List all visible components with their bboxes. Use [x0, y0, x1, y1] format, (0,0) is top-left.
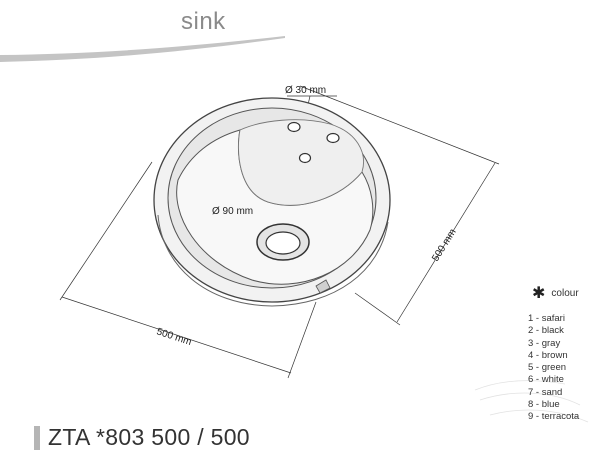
sink-body — [153, 97, 391, 307]
colour-legend: ✱ colour 1 - safari 2 - black 3 - gray 4… — [528, 284, 598, 424]
tap-hole — [287, 121, 301, 133]
model-code: ZTA *803 500 / 500 — [48, 424, 250, 450]
accent-bar — [34, 425, 40, 450]
colour-legend-header: ✱ colour — [532, 284, 598, 302]
section-title: sink — [181, 8, 226, 35]
colour-item: 9 - terracota — [528, 411, 580, 423]
width-dimension-label: 500 mm — [155, 326, 193, 348]
tap-hole — [326, 132, 340, 144]
tap-hole — [298, 152, 312, 164]
drain-diameter-label: Ø 90 mm — [212, 206, 253, 217]
overflow-outlet — [315, 279, 331, 294]
model-code-block: ZTA *803 500 / 500 — [34, 424, 250, 451]
watermark-graphic — [474, 380, 589, 423]
asterisk-icon: ✱ — [532, 284, 546, 302]
colour-legend-title: colour — [551, 288, 579, 299]
header-swoosh — [0, 36, 285, 62]
colour-item: 5 - green — [528, 362, 567, 374]
colour-item: 8 - blue — [528, 399, 560, 411]
colour-item: 7 - sand — [528, 386, 563, 398]
colour-item: 3 - gray — [528, 337, 561, 349]
tap-hole-diameter-label: Ø 30 mm — [285, 85, 326, 96]
depth-dimension-label: 500 mm — [430, 227, 458, 263]
colour-item: 2 - black — [528, 325, 564, 337]
colour-item: 4 - brown — [528, 349, 568, 361]
colour-item: 1 - safari — [528, 313, 565, 324]
colour-item: 6 - white — [528, 374, 564, 386]
colour-list: 1 - safari 2 - black 3 - gray 4 - brown … — [528, 313, 598, 424]
